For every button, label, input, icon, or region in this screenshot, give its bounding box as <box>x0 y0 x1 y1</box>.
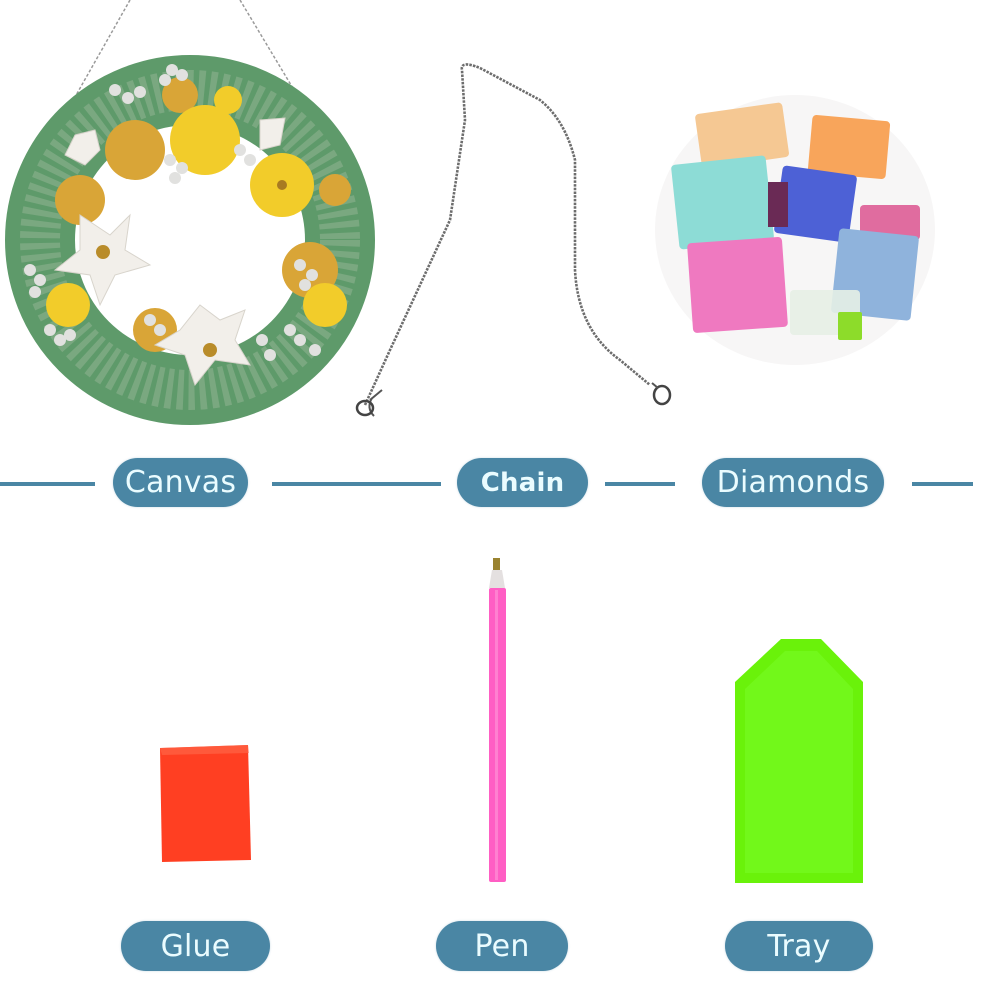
chain-image <box>340 40 690 430</box>
glue-image <box>158 745 253 863</box>
tray-image <box>733 637 865 885</box>
label-canvas: Canvas <box>113 458 248 507</box>
wreath-canvas-image <box>0 0 380 430</box>
label-diamonds: Diamonds <box>702 458 884 507</box>
pen-image <box>486 558 510 884</box>
label-tray: Tray <box>725 921 873 971</box>
label-pen: Pen <box>436 921 568 971</box>
divider-line <box>0 482 95 486</box>
diamonds-image <box>650 90 940 370</box>
label-glue: Glue <box>121 921 270 971</box>
label-chain: Chain <box>457 458 588 507</box>
divider-line <box>272 482 441 486</box>
divider-line <box>605 482 675 486</box>
divider-line <box>912 482 973 486</box>
